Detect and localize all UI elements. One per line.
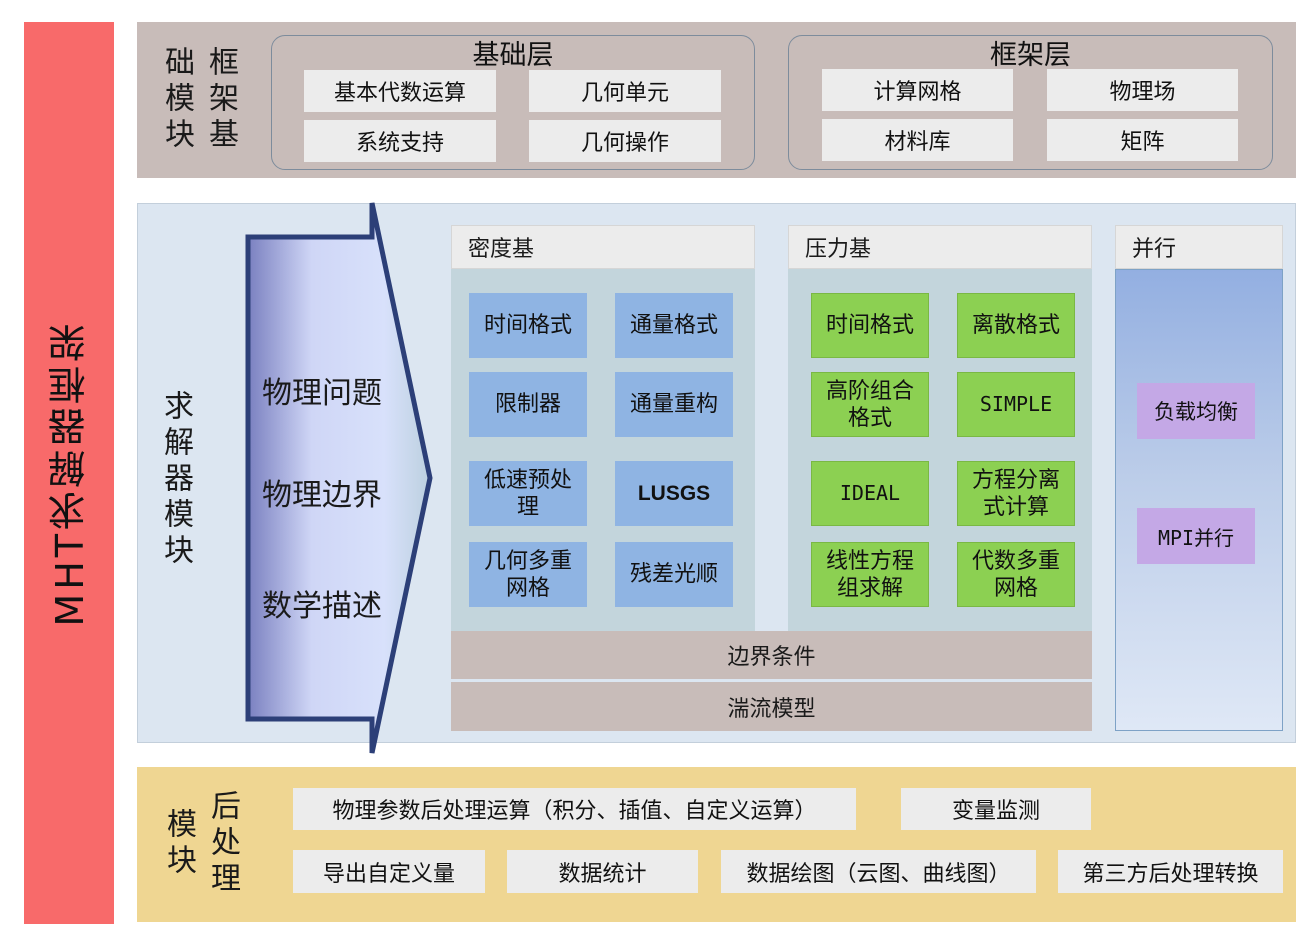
base-item: 基本代数运算 (304, 70, 496, 112)
pressure-item: 线性方程组求解 (811, 542, 929, 607)
main-title: MHT求解器框架 (24, 22, 114, 924)
pressure-item: 离散格式 (957, 293, 1075, 358)
arrow-item: 数学描述 (262, 589, 382, 624)
process-arrow (245, 202, 433, 754)
pressure-item: IDEAL (811, 461, 929, 526)
framework-item: 物理场 (1047, 69, 1238, 111)
framework-label: 框架基础模块 (159, 46, 238, 154)
density-item: 时间格式 (469, 293, 587, 358)
main-title-text: MHT求解器框架 (47, 319, 92, 627)
density-item: LUSGS (615, 461, 733, 526)
parallel-body (1115, 269, 1283, 731)
parallel-header: 并行 (1115, 225, 1283, 269)
post-item: 第三方后处理转换 (1058, 850, 1283, 893)
framework-item: 材料库 (822, 119, 1013, 161)
pressure-item: 代数多重网格 (957, 542, 1075, 607)
density-item: 通量重构 (615, 372, 733, 437)
base-layer-title: 基础层 (472, 39, 554, 71)
pressure-item: 高阶组合格式 (811, 372, 929, 437)
base-item: 系统支持 (304, 120, 496, 162)
parallel-item: MPI并行 (1137, 508, 1255, 564)
boundary-conditions: 边界条件 (451, 631, 1092, 679)
post-label: 后处理模块 (161, 790, 240, 898)
arrow-item: 物理问题 (262, 376, 382, 411)
post-item: 导出自定义量 (293, 850, 485, 893)
framework-item: 矩阵 (1047, 119, 1238, 161)
arrow-item: 物理边界 (262, 478, 382, 513)
solver-label: 求解器模块 (158, 390, 193, 570)
density-item: 低速预处理 (469, 461, 587, 526)
density-item: 通量格式 (615, 293, 733, 358)
pressure-item: SIMPLE (957, 372, 1075, 437)
pressure-item: 时间格式 (811, 293, 929, 358)
post-item: 数据统计 (507, 850, 698, 893)
framework-item: 计算网格 (822, 69, 1013, 111)
parallel-item: 负载均衡 (1137, 383, 1255, 439)
pressure-item: 方程分离式计算 (957, 461, 1075, 526)
density-header: 密度基 (451, 225, 755, 269)
pressure-header: 压力基 (788, 225, 1092, 269)
framework-layer-title: 框架层 (990, 39, 1071, 71)
turbulence-model: 湍流模型 (451, 682, 1092, 731)
post-item: 变量监测 (901, 788, 1091, 830)
density-item: 残差光顺 (615, 542, 733, 607)
post-item: 物理参数后处理运算（积分、插值、自定义运算） (293, 788, 856, 830)
density-item: 限制器 (469, 372, 587, 437)
base-item: 几何单元 (529, 70, 721, 112)
main-title-bar (24, 22, 114, 924)
post-item: 数据绘图（云图、曲线图） (721, 850, 1036, 893)
density-item: 几何多重网格 (469, 542, 587, 607)
base-item: 几何操作 (529, 120, 721, 162)
